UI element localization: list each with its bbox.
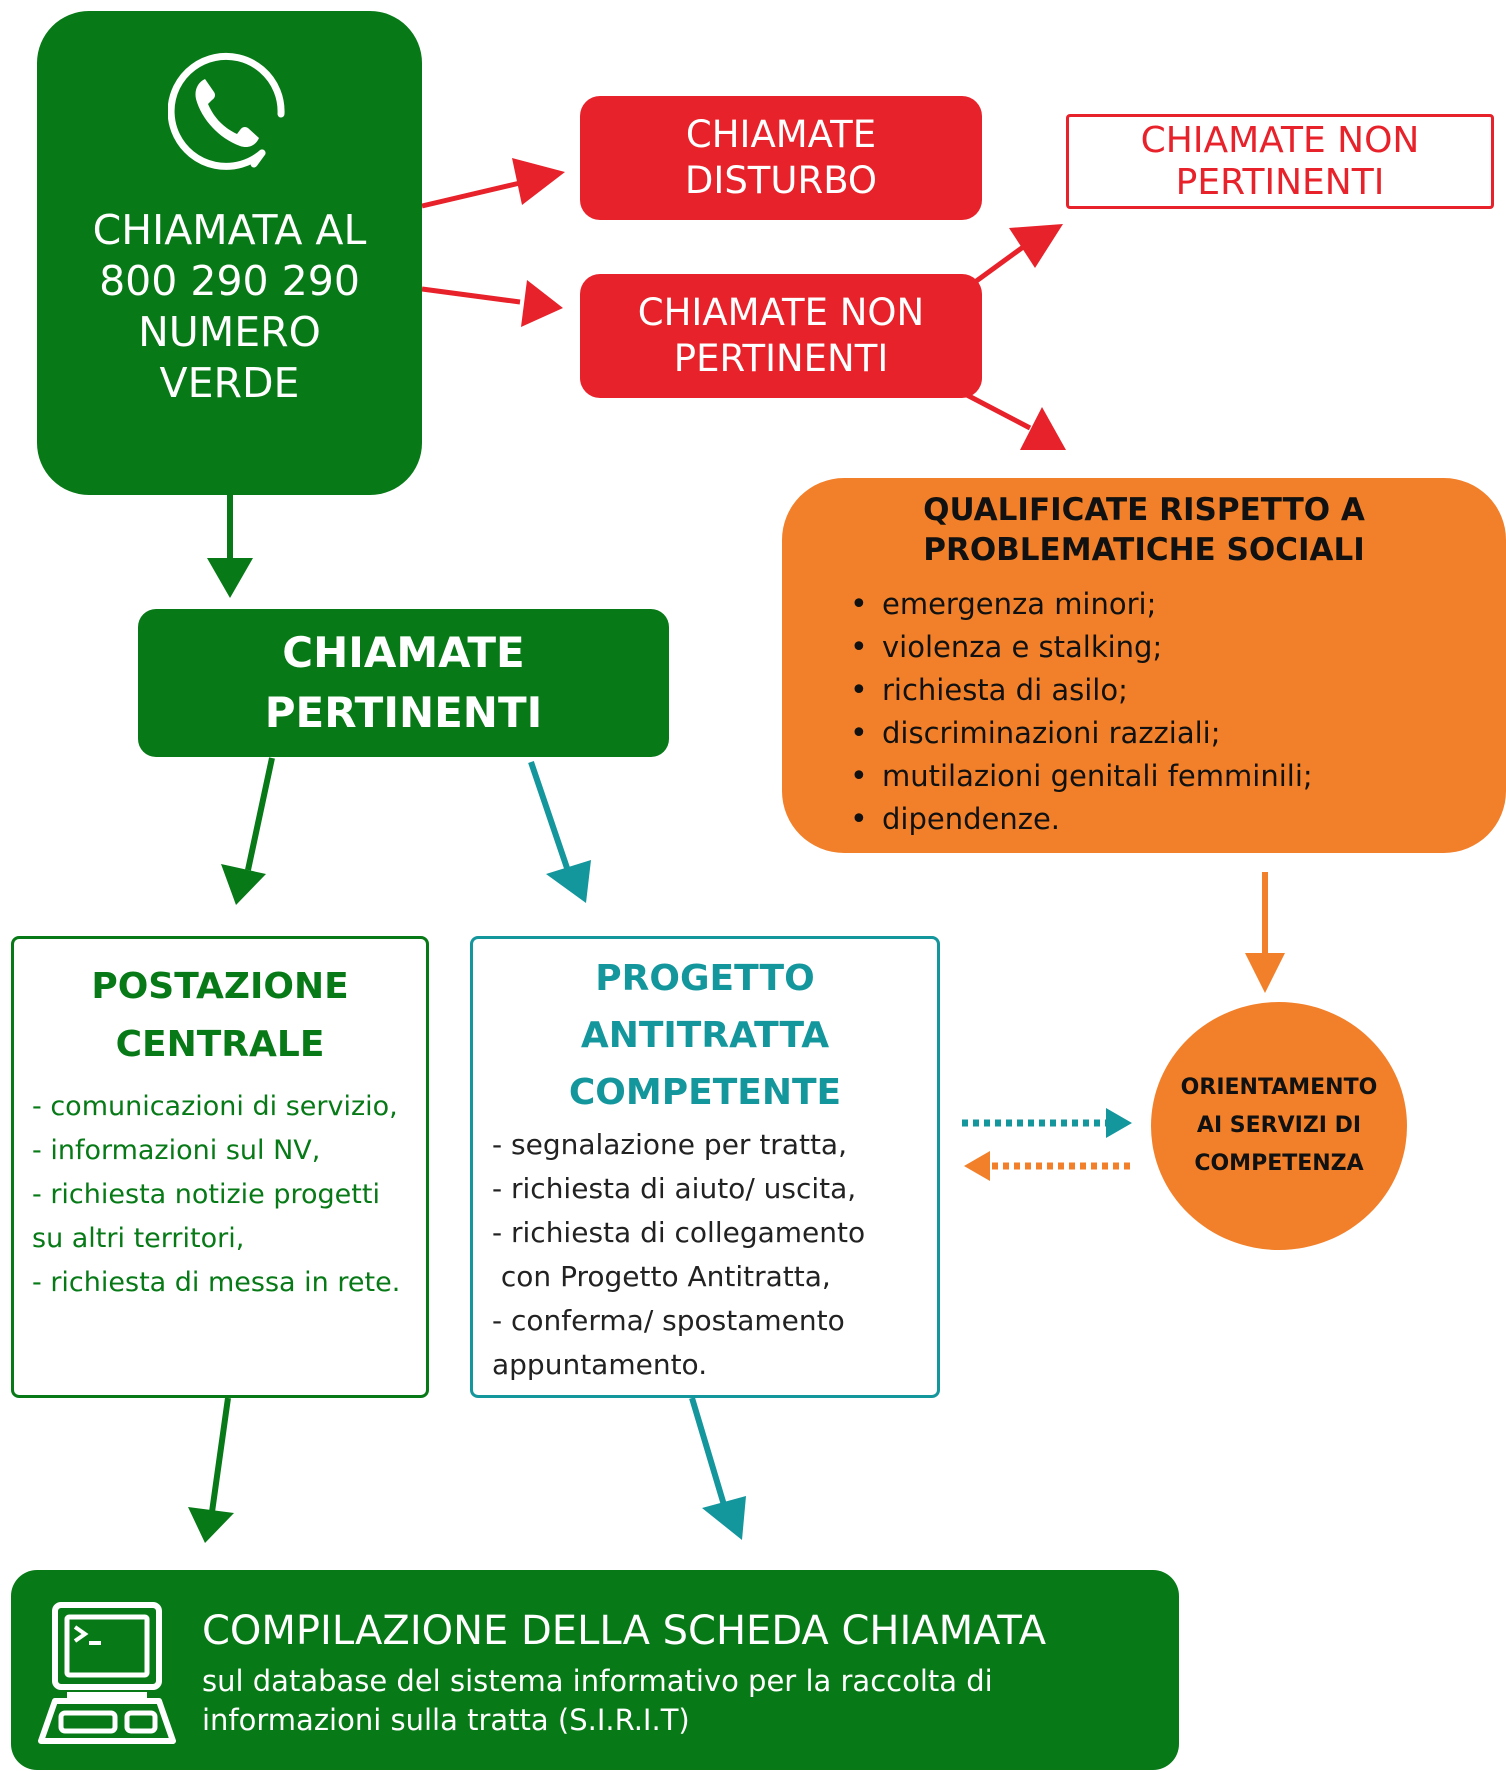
disturbo-line: CHIAMATE (685, 113, 877, 156)
central-station-title-line: POSTAZIONE (91, 966, 349, 1007)
arrow-to-non-pertinenti-outline (973, 224, 1063, 285)
arrow-to-postazione (221, 757, 275, 905)
orientation-line: COMPETENZA (1194, 1151, 1364, 1176)
list-item: dipendenze. (850, 798, 1313, 841)
project-title-line: ANTITRATTA (580, 1015, 830, 1056)
non-pertinent-outline-line: CHIAMATE NON (1140, 119, 1420, 161)
compilation-title: COMPILAZIONE DELLA SCHEDA CHIAMATA (202, 1608, 1047, 1654)
disturbo-line: DISTURBO (684, 159, 878, 202)
non-pertinent-outline-line: PERTINENTI (1175, 161, 1385, 203)
dotted-arrow-from-orientamento (964, 1151, 1130, 1181)
list-item: con Progetto Antitratta, (492, 1260, 831, 1293)
anti-trafficking-project-title: PROGETTO ANTITRATTA COMPETENTE (470, 950, 940, 1121)
central-station-list: - comunicazioni di servizio, - informazi… (32, 1085, 400, 1305)
list-item: appuntamento. (492, 1348, 708, 1381)
start-number: 800 290 290 (99, 257, 360, 305)
list-item: emergenza minori; (850, 583, 1313, 626)
arrow-to-non-pertinenti (421, 280, 563, 327)
start-line: VERDE (159, 359, 300, 407)
list-item: - segnalazione per tratta, (492, 1128, 847, 1161)
list-item: - conferma/ spostamento (492, 1304, 845, 1337)
start-call-box (37, 11, 422, 495)
qualified-title: QUALIFICATE RISPETTO A PROBLEMATICHE SOC… (782, 490, 1506, 570)
qualified-title-line: QUALIFICATE RISPETTO A (923, 492, 1365, 528)
non-pertinent-calls-box: CHIAMATE NON PERTINENTI (580, 274, 982, 398)
list-item: - richiesta di aiuto/ uscita, (492, 1172, 857, 1205)
non-pertinent-line: PERTINENTI (673, 337, 889, 380)
pertinent-calls-box: CHIAMATE PERTINENTI (138, 609, 669, 757)
qualified-title-line: PROBLEMATICHE SOCIALI (923, 532, 1365, 568)
central-station-title-line: CENTRALE (115, 1024, 325, 1065)
central-station-box (11, 936, 429, 1398)
project-title-line: COMPETENTE (568, 1072, 842, 1113)
list-item: - comunicazioni di servizio, (32, 1091, 398, 1122)
arrow-to-disturbo (421, 158, 565, 209)
anti-trafficking-project-box (470, 936, 940, 1398)
non-pertinent-line: CHIAMATE NON (637, 291, 925, 334)
pertinent-line: CHIAMATE (282, 628, 525, 677)
list-item: - richiesta di collegamento (492, 1216, 866, 1249)
compilation-subtitle-line: sul database del sistema informativo per… (202, 1664, 993, 1698)
compilation-subtitle: sul database del sistema informativo per… (202, 1662, 993, 1740)
arrow-to-qualificate (963, 391, 1066, 450)
list-item: su altri territori, (32, 1223, 245, 1254)
anti-trafficking-project-list: - segnalazione per tratta, - richiesta d… (492, 1123, 865, 1387)
compilation-subtitle-line: informazioni sulla tratta (S.I.R.I.T) (202, 1703, 690, 1737)
start-line: CHIAMATA AL (92, 206, 367, 254)
list-item: richiesta di asilo; (850, 669, 1313, 712)
pertinent-line: PERTINENTI (264, 688, 543, 737)
arrow-to-pertinenti (207, 495, 253, 598)
dotted-arrow-to-orientamento (962, 1108, 1132, 1138)
call-form-compilation-box (11, 1570, 1179, 1770)
list-item: mutilazioni genitali femminili; (850, 755, 1313, 798)
non-pertinent-outline-box: CHIAMATE NON PERTINENTI (1066, 114, 1494, 209)
list-item: - informazioni sul NV, (32, 1135, 321, 1166)
arrow-to-orientamento (1245, 872, 1285, 993)
computer-icon (38, 1602, 176, 1744)
list-item: violenza e stalking; (850, 626, 1313, 669)
central-station-title: POSTAZIONE CENTRALE (11, 958, 429, 1074)
project-title-line: PROGETTO (595, 958, 815, 999)
list-item: - richiesta di messa in rete. (32, 1267, 401, 1298)
start-line: NUMERO (138, 308, 321, 356)
orientation-line: ORIENTAMENTO (1180, 1075, 1378, 1100)
list-item: - richiesta notizie progetti (32, 1179, 380, 1210)
arrow-to-progetto (528, 761, 591, 903)
qualified-issues-list: emergenza minori; violenza e stalking; r… (850, 583, 1313, 841)
list-item: discriminazioni razziali; (850, 712, 1313, 755)
disturbo-calls-box: CHIAMATE DISTURBO (580, 96, 982, 220)
arrow-postazione-to-compilazione (188, 1397, 234, 1543)
orientation-services-circle: ORIENTAMENTO AI SERVIZI DI COMPETENZA (1151, 1002, 1407, 1250)
phone-icon (168, 52, 285, 170)
start-call-text: CHIAMATA AL 800 290 290 NUMERO VERDE (37, 205, 422, 409)
arrow-progetto-to-compilazione (689, 1397, 746, 1540)
orientation-line: AI SERVIZI DI (1196, 1113, 1362, 1138)
